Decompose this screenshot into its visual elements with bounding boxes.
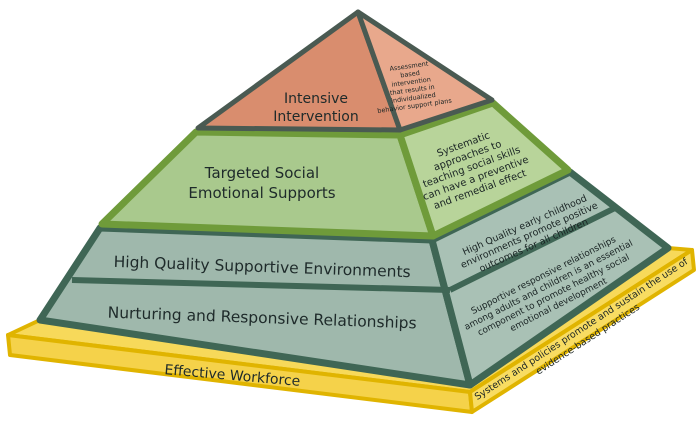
targeted-label-line-1: Targeted Social [204, 164, 319, 182]
targeted-side-face [396, 99, 572, 240]
foundation-divider-side [448, 205, 617, 293]
targeted-tier: Targeted Social Emotional Supports Syste… [98, 99, 572, 240]
intensive-side-line-2: based [400, 69, 421, 80]
intensive-side-face [355, 9, 495, 133]
intensive-label-line-2: Intervention [273, 109, 358, 125]
workforce-side-face [468, 248, 696, 414]
intensive-tier: Intensive Intervention Assessment based … [195, 9, 495, 133]
intensive-label-line-1: Intensive [284, 91, 348, 107]
foundation-divider-front [71, 277, 451, 293]
targeted-label-line-2: Emotional Supports [188, 184, 335, 202]
